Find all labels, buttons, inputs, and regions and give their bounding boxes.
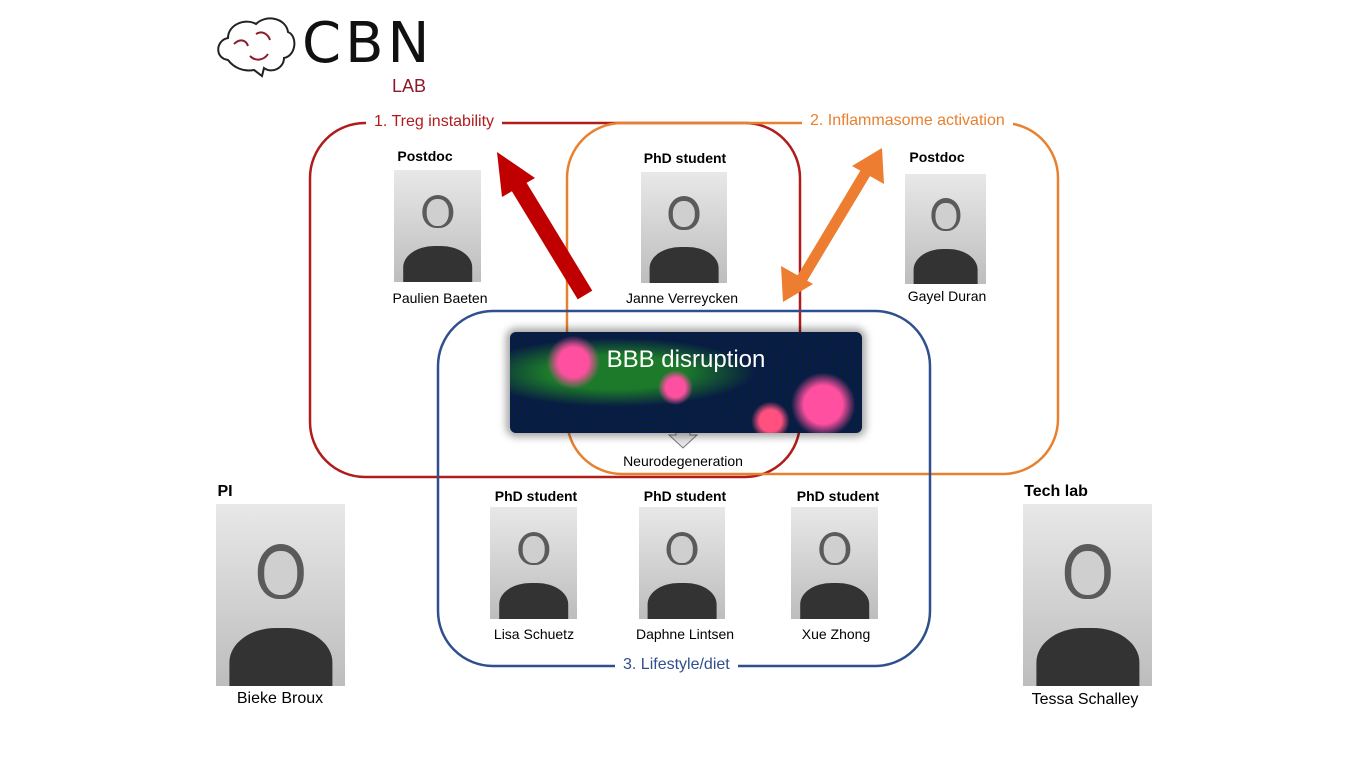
outcome-label: Neurodegeneration — [623, 453, 743, 469]
person-role: PhD student — [494, 488, 578, 504]
orange-double-arrow — [781, 148, 884, 302]
person-role: PhD student — [643, 488, 727, 504]
person-name: Tessa Schalley — [1031, 691, 1139, 708]
person-role: PhD student — [643, 150, 727, 166]
person-role: Postdoc — [909, 149, 965, 165]
person-name: Bieke Broux — [236, 690, 324, 707]
person-name: Lisa Schuetz — [493, 626, 575, 642]
lab-logo: CBN LAB — [302, 16, 452, 98]
person-name: Gayel Duran — [907, 288, 987, 304]
theme-label-treg: 1. Treg instability — [366, 113, 503, 131]
theme-label-inflammasome: 2. Inflammasome activation — [802, 112, 1013, 130]
person-role: Tech lab — [1024, 483, 1088, 500]
person-name: Paulien Baeten — [392, 290, 488, 306]
logo-sub: LAB — [392, 76, 427, 96]
bbb-microscopy-image: BBB disruption — [510, 332, 862, 433]
person-role: PI — [217, 483, 233, 500]
brain-icon — [217, 17, 296, 78]
red-arrow — [497, 152, 593, 300]
person-photo — [490, 507, 577, 619]
person-photo — [791, 507, 878, 619]
person-name: Janne Verreycken — [625, 290, 739, 306]
person-photo — [641, 172, 727, 283]
theme-label-lifestyle: 3. Lifestyle/diet — [615, 656, 738, 674]
person-role: Postdoc — [397, 148, 453, 164]
person-photo — [216, 504, 345, 686]
person-role: PhD student — [796, 488, 880, 504]
person-photo — [905, 174, 986, 284]
logo-text: CBN — [302, 11, 434, 76]
bbb-title: BBB disruption — [606, 346, 766, 373]
person-photo — [639, 507, 725, 619]
person-name: Daphne Lintsen — [635, 626, 735, 642]
person-name: Xue Zhong — [801, 626, 871, 642]
treg-box — [308, 121, 802, 479]
person-photo — [394, 170, 481, 282]
person-photo — [1023, 504, 1152, 686]
